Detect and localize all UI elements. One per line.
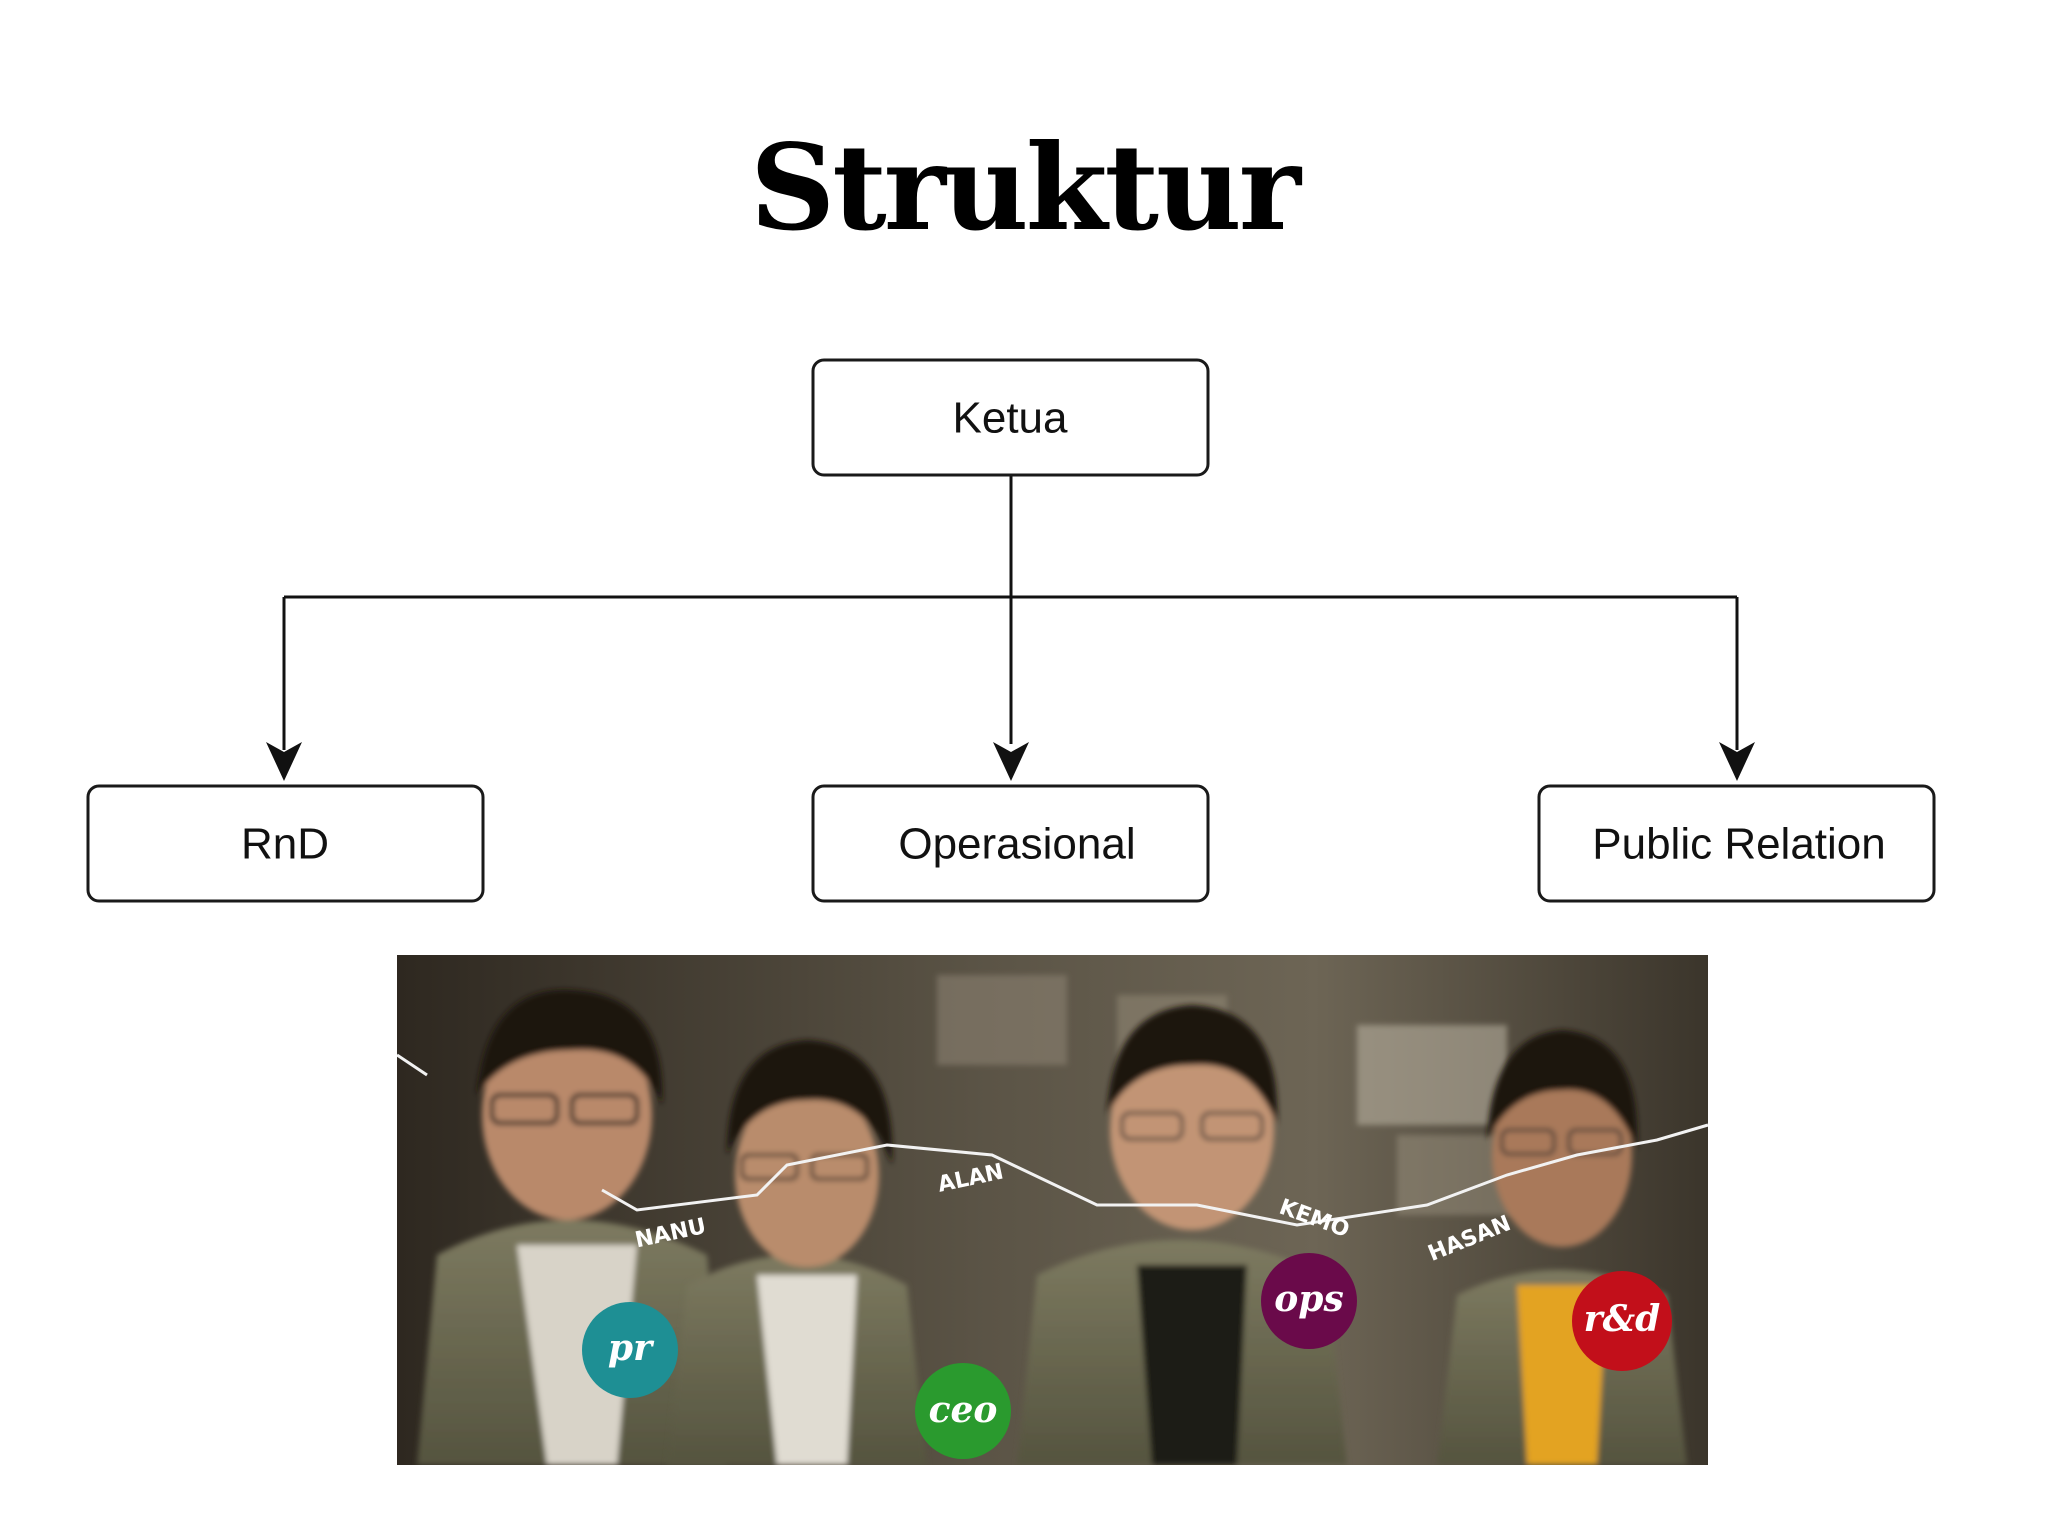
org-node-rnd-label: RnD (241, 820, 329, 869)
org-node-operasional-label: Operasional (898, 820, 1135, 869)
org-node-operasional: Operasional (811, 784, 1210, 903)
svg-text:ops: ops (1274, 1278, 1343, 1320)
svg-text:r&d: r&d (1584, 1298, 1661, 1340)
org-chart: Ketua RnD Operasional Public Relation (86, 358, 1936, 903)
org-node-rnd: RnD (86, 784, 485, 903)
role-badge-pr: pr (582, 1302, 678, 1398)
org-node-ketua: Ketua (811, 358, 1210, 477)
team-photo: NANU ALAN KEMO HASAN pr ceo ops r&d (397, 955, 1708, 1465)
arrowhead-public-relation (1719, 742, 1755, 781)
person-2 (667, 1040, 927, 1465)
arrowhead-rnd (266, 742, 302, 781)
name-connector-line (397, 1053, 1708, 1227)
role-badge-rnd: r&d (1572, 1271, 1672, 1371)
role-badge-ceo: ceo (915, 1363, 1011, 1459)
org-node-ketua-label: Ketua (953, 394, 1069, 443)
role-badge-ops: ops (1261, 1253, 1357, 1349)
svg-text:pr: pr (608, 1327, 655, 1369)
person-1 (417, 989, 727, 1465)
arrowhead-operasional (993, 742, 1029, 781)
org-node-public-relation-label: Public Relation (1592, 820, 1886, 869)
slide-title: Struktur (750, 118, 1301, 257)
svg-text:ceo: ceo (929, 1389, 998, 1431)
org-node-public-relation: Public Relation (1537, 784, 1936, 903)
